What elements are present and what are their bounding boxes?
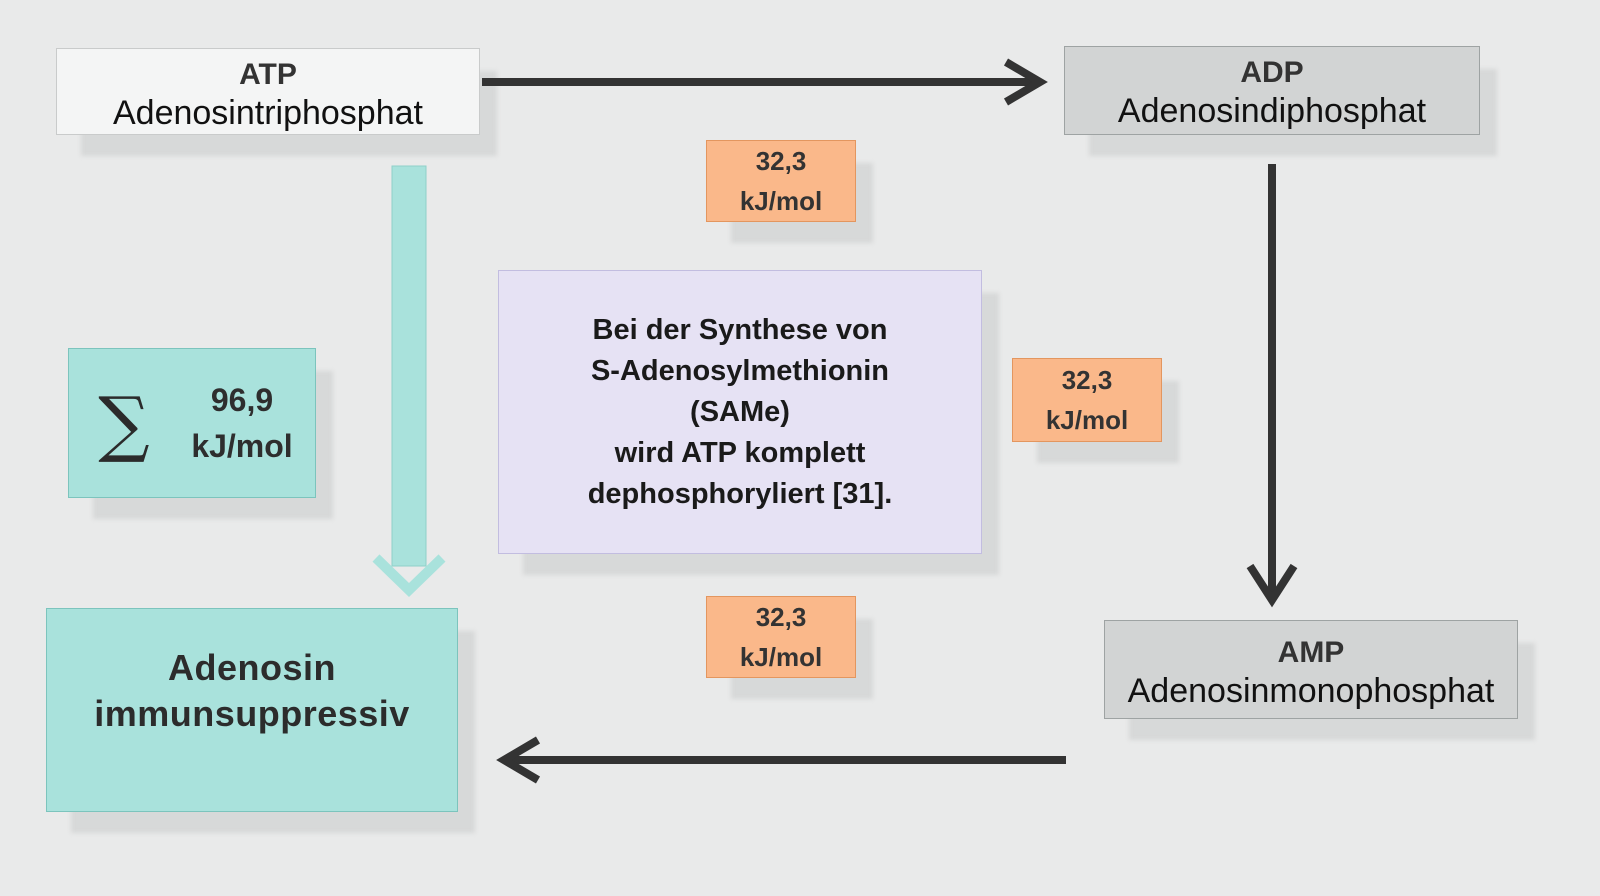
synthesis-line-4: wird ATP komplett [614, 436, 866, 469]
atp-full-name: Adenosintriphosphat [112, 94, 423, 132]
arrow-adp-to-amp-head [1246, 563, 1298, 608]
synthesis-reference: [31]. [832, 477, 893, 510]
arrow-atp-to-adenosin [391, 165, 427, 567]
atp-node: ATP Adenosintriphosphat [56, 48, 480, 135]
energy-unit: kJ/mol [739, 642, 823, 672]
sum-number: 96,9 [210, 382, 274, 418]
adp-node: ADP Adenosindiphosphat [1064, 46, 1480, 135]
amp-full-name: Adenosinmonophosphat [1127, 672, 1495, 710]
sigma-icon: ∑ [98, 381, 150, 465]
synthesis-line-1: Bei der Synthese von [592, 313, 888, 346]
adp-abbr: ADP [1240, 56, 1304, 89]
synthesis-line-5: dephosphoryliert [31]. [499, 474, 981, 515]
sum-value: 96,9 kJ/mol [179, 377, 315, 469]
atp-abbr: ATP [239, 58, 297, 91]
energy-badge-amp-adenosin: 32,3 kJ/mol [706, 596, 856, 678]
synthesis-last-line: dephosphoryliert [587, 477, 825, 510]
amp-abbr: AMP [1277, 636, 1345, 669]
energy-unit: kJ/mol [739, 186, 823, 216]
synthesis-line-2: S-Adenosylmethionin [590, 354, 890, 387]
synthesis-note: Bei der Synthese von S-Adenosylmethionin… [498, 270, 982, 554]
energy-value: 32,3 [755, 602, 807, 632]
adenosin-node: Adenosin immunsuppressiv [46, 608, 458, 812]
energy-value: 32,3 [1061, 365, 1113, 395]
energy-unit: kJ/mol [1045, 405, 1129, 435]
energy-badge-atp-adp: 32,3 kJ/mol [706, 140, 856, 222]
amp-node: AMP Adenosinmonophosphat [1104, 620, 1518, 719]
adenosin-title: Adenosin [167, 647, 336, 688]
sum-unit: kJ/mol [191, 428, 293, 464]
arrow-atp-to-adenosin-head [372, 554, 446, 597]
adenosin-subtitle: immunsuppressiv [94, 693, 410, 734]
energy-badge-adp-amp: 32,3 kJ/mol [1012, 358, 1162, 442]
energy-value: 32,3 [755, 146, 807, 176]
synthesis-line-3: (SAMe) [690, 395, 790, 428]
arrow-atp-to-adp-head [1003, 58, 1048, 106]
sum-node: ∑ 96,9 kJ/mol [68, 348, 316, 498]
arrow-amp-to-adenosin-head [496, 736, 541, 784]
adp-full-name: Adenosindiphosphat [1117, 92, 1427, 130]
